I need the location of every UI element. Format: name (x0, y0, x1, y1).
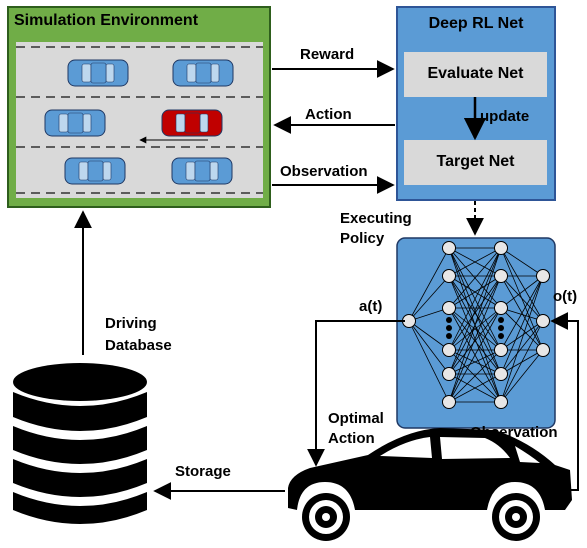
nn-node (442, 367, 456, 381)
nn-edge (408, 247, 450, 322)
observation-label-top: Observation (280, 163, 368, 180)
nn-edge (448, 247, 502, 277)
nn-edge (500, 247, 544, 322)
nn-edge (448, 349, 502, 403)
lane-lines (16, 46, 263, 194)
deep-rl-net-box (396, 6, 556, 201)
car-icon (288, 428, 572, 541)
evaluate-net-box (404, 52, 547, 97)
traffic-car-icon (67, 59, 129, 87)
nn-ellipsis-dot (498, 333, 504, 339)
nn-node (442, 269, 456, 283)
driving-label: Driving (105, 315, 157, 332)
update-label: update (480, 108, 530, 125)
optimal-label: Optimal (328, 410, 384, 427)
traffic-car-icon (64, 157, 126, 185)
nn-edge (408, 320, 450, 375)
nn-node (494, 367, 508, 381)
nn-node (536, 269, 550, 283)
nn-edge (500, 275, 544, 322)
executing-label: Executing (340, 210, 412, 227)
observation-label-bottom: Observation (470, 424, 558, 441)
nn-edge (448, 247, 502, 351)
nn-edge (448, 349, 502, 375)
nn-edge (448, 275, 502, 309)
nn-node (494, 241, 508, 255)
nn-edge (500, 349, 544, 403)
nn-node (494, 269, 508, 283)
nn-node (536, 343, 550, 357)
nn-edge (448, 247, 502, 309)
nn-ellipsis-dot (446, 317, 452, 323)
nn-node (494, 395, 508, 409)
nn-edge (448, 307, 502, 403)
target-net-label: Target Net (436, 153, 515, 170)
nn-ellipsis-dot (446, 333, 452, 339)
neural-network-box (396, 237, 556, 429)
observation-arrow-bottom (550, 312, 579, 491)
nn-edge (500, 307, 544, 351)
evaluate-net-label: Evaluate Net (427, 65, 524, 82)
nn-edge (500, 275, 544, 403)
action-label-bottom: Action (328, 430, 375, 447)
target-net-box (404, 140, 547, 185)
nn-ellipsis-dot (498, 317, 504, 323)
nn-edge (448, 247, 502, 403)
database-icon (13, 363, 147, 524)
nn-node (442, 395, 456, 409)
nn-edge (448, 247, 502, 375)
a-t-label: a(t) (359, 298, 383, 315)
nn-node (442, 343, 456, 357)
deep-rl-net-title: Deep RL Net (428, 15, 524, 32)
nn-edge (500, 320, 544, 403)
nn-edge (500, 275, 544, 351)
nn-node (536, 314, 550, 328)
traffic-car-icon (172, 59, 234, 87)
nn-edge (500, 247, 544, 277)
nn-node (442, 241, 456, 255)
nn-node (494, 301, 508, 315)
nn-edge (500, 307, 544, 322)
storage-label: Storage (175, 463, 231, 480)
database-label: Database (105, 337, 172, 354)
policy-label: Policy (340, 230, 385, 247)
traffic-car-icon (161, 109, 223, 137)
nn-edge (448, 275, 502, 403)
nn-node (494, 343, 508, 357)
nn-edge (408, 320, 450, 403)
traffic-car-icon (44, 109, 106, 137)
o-t-label: o(t) (553, 288, 578, 305)
simulation-environment-title: Simulation Environment (14, 12, 199, 29)
nn-edge (448, 373, 502, 403)
nn-edge (408, 275, 450, 322)
action-label: Action (305, 106, 352, 123)
nn-edge (448, 275, 502, 351)
traffic-car-icon (171, 157, 233, 185)
nn-edge (448, 307, 502, 351)
optimal-action-arrow (307, 320, 405, 467)
nn-ellipsis-dot (446, 325, 452, 331)
nn-edge (408, 307, 450, 322)
nn-ellipsis-dot (498, 325, 504, 331)
nn-edge (408, 320, 450, 351)
nn-edge (500, 320, 544, 351)
nn-edge (500, 275, 544, 309)
nn-edge (500, 275, 544, 375)
reward-label: Reward (300, 46, 355, 63)
nn-edge (448, 307, 502, 375)
nn-edge (500, 320, 544, 375)
nn-node (442, 301, 456, 315)
